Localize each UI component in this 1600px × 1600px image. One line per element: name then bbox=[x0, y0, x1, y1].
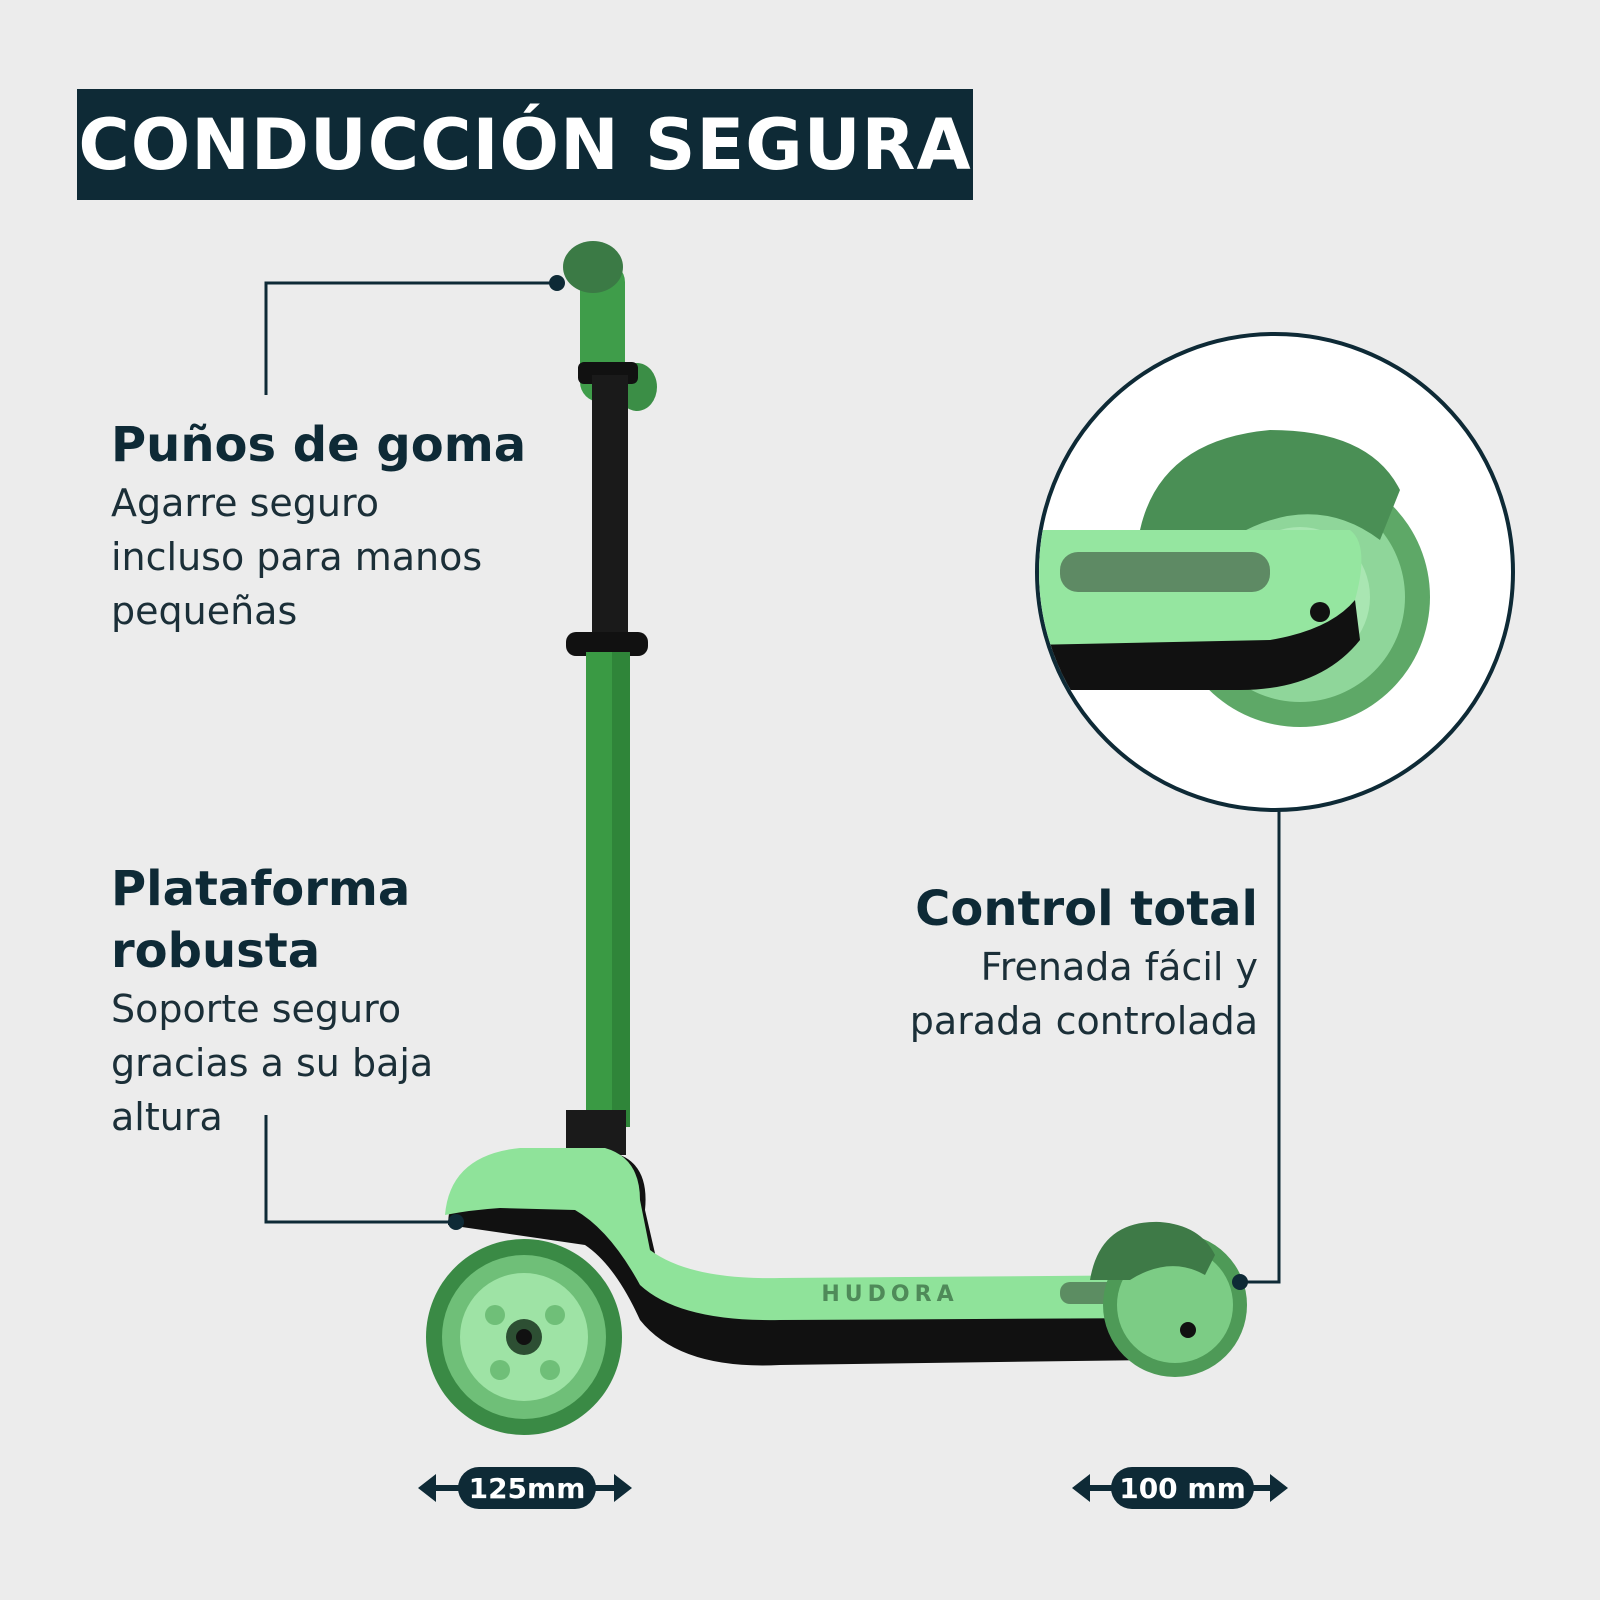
feature-heading: Control total bbox=[915, 881, 1258, 937]
callout-lines bbox=[264, 281, 1281, 1284]
rear-wheel bbox=[1090, 1221, 1247, 1377]
rear-wheel-size-label: 100 mm bbox=[1111, 1467, 1254, 1509]
callout-dot-icon bbox=[448, 275, 1248, 1290]
double-arrow-icon bbox=[418, 1474, 1288, 1502]
feature-heading: Puños de goma bbox=[111, 417, 527, 473]
stem-black bbox=[592, 375, 628, 640]
front-wheel-size-label: 125mm bbox=[458, 1467, 596, 1509]
page-title: CONDUCCIÓN SEGURA bbox=[78, 103, 972, 186]
feature-body-line: parada controlada bbox=[909, 999, 1258, 1043]
stem-base-block bbox=[566, 1110, 626, 1155]
feature-body-line: gracias a su baja bbox=[111, 1041, 434, 1085]
detail-zoom-circle bbox=[1035, 332, 1515, 812]
title-banner: CONDUCCIÓN SEGURA bbox=[77, 89, 973, 200]
feature-total-control: Control total Frenada fácil y parada con… bbox=[818, 878, 1258, 1048]
feature-robust-platform: Plataforma robusta Soporte seguro gracia… bbox=[111, 858, 571, 1144]
feature-rubber-grips: Puños de goma Agarre seguro incluso para… bbox=[111, 414, 571, 638]
feature-heading: Plataforma bbox=[111, 861, 411, 917]
front-wheel bbox=[426, 1239, 622, 1435]
feature-body-line: pequeñas bbox=[111, 589, 298, 633]
feature-body-line: Agarre seguro bbox=[111, 481, 380, 525]
feature-body-line: incluso para manos bbox=[111, 535, 483, 579]
feature-body-line: altura bbox=[111, 1095, 223, 1139]
stem-clamp bbox=[566, 632, 648, 656]
deck-brand-text: HUDORA bbox=[821, 1282, 958, 1307]
feature-body-line: Soporte seguro bbox=[111, 987, 402, 1031]
feature-heading: robusta bbox=[111, 923, 321, 979]
feature-body-line: Frenada fácil y bbox=[980, 945, 1258, 989]
